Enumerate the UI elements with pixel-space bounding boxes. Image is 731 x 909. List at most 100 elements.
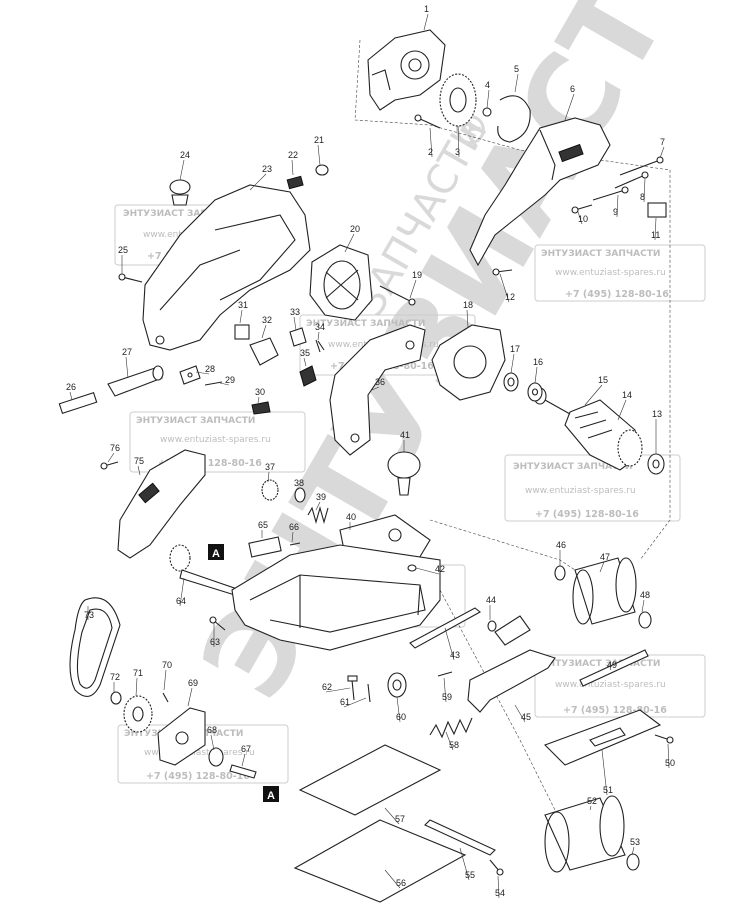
leader-line-59 [443, 677, 447, 703]
part-26-cord [58, 391, 98, 415]
part-2-screw [414, 114, 441, 129]
contact-box-title: ЭНТУЗИАСТ ЗАПЧАСТИ [513, 462, 632, 472]
leader-line-66 [291, 531, 294, 543]
part-42-nut [407, 564, 417, 572]
part-30-terminal [251, 401, 271, 415]
leader-line-3 [457, 125, 460, 158]
part-number-31: 31 [238, 300, 248, 310]
part-75-belt-cover [117, 449, 206, 559]
leader-line-17 [510, 353, 515, 374]
part-number-55: 55 [465, 870, 475, 880]
part-number-72: 72 [110, 672, 120, 682]
leader-line-52 [589, 805, 592, 811]
part-number-56: 56 [396, 878, 406, 888]
part-number-64: 64 [176, 596, 186, 606]
part-76-screw [100, 461, 119, 470]
part-number-32: 32 [262, 315, 272, 325]
part-number-63: 63 [210, 637, 220, 647]
contact-box-url: www.entuziast-spares.ru [525, 486, 636, 496]
leader-line-24 [179, 159, 185, 181]
part-number-46: 46 [556, 540, 566, 550]
part-57-cork-pad [298, 744, 442, 816]
leader-line-58 [445, 731, 454, 751]
leader-line-43 [444, 627, 455, 661]
contact-box-title: ЭНТУЗИАСТ ЗАПЧАСТИ [136, 416, 255, 426]
part-10-screw [571, 204, 593, 214]
part-number-71: 71 [133, 668, 143, 678]
leader-line-45 [514, 704, 526, 723]
part-number-76: 76 [110, 443, 120, 453]
part-72-washer [110, 691, 122, 705]
leader-line-12 [499, 273, 510, 303]
contact-box-title: ЭНТУЗИАСТ ЗАПЧАСТИ [541, 659, 660, 669]
part-number-41: 41 [400, 430, 410, 440]
part-47-front-roller [572, 557, 637, 625]
part-number-34: 34 [315, 322, 325, 332]
part-39-spring [307, 505, 329, 525]
part-number-58: 58 [449, 740, 459, 750]
part-number-1: 1 [424, 4, 429, 14]
leader-line-51 [601, 749, 608, 796]
part-number-35: 35 [300, 348, 310, 358]
part-number-4: 4 [485, 80, 490, 90]
part-number-52: 52 [587, 796, 597, 806]
reference-marker-a-bottom: A [263, 786, 279, 802]
contact-box-phone: +7 (495) 128-80-16 [146, 771, 250, 782]
part-number-14: 14 [622, 390, 632, 400]
part-8-screw [614, 171, 649, 189]
part-number-30: 30 [255, 387, 265, 397]
leader-line-15 [584, 384, 603, 406]
part-number-8: 8 [640, 192, 645, 202]
part-number-59: 59 [442, 692, 452, 702]
contact-box-phone: +7 (495) 128-80-16 [565, 289, 669, 300]
part-number-20: 20 [350, 224, 360, 234]
leader-line-50 [667, 743, 670, 769]
part-number-5: 5 [514, 64, 519, 74]
part-1-gear-housing [367, 29, 446, 111]
part-number-62: 62 [322, 682, 332, 692]
leader-line-42 [415, 567, 440, 575]
part-48-bearing [638, 611, 652, 629]
part-number-48: 48 [640, 590, 650, 600]
part-number-61: 61 [340, 697, 350, 707]
part-number-29: 29 [225, 375, 235, 385]
part-51-platen [544, 709, 662, 766]
part-58-spring [429, 717, 473, 739]
leader-line-26 [69, 391, 73, 401]
leader-line-32 [261, 324, 267, 339]
part-25-screw [118, 273, 143, 283]
part-number-45: 45 [521, 712, 531, 722]
leader-line-76 [107, 452, 115, 463]
part-55-bracket [424, 819, 496, 856]
part-number-17: 17 [510, 344, 520, 354]
leader-line-71 [135, 677, 138, 697]
part-number-47: 47 [600, 552, 610, 562]
part-number-22: 22 [288, 150, 298, 160]
leader-line-10 [577, 211, 583, 225]
part-5-ring [497, 95, 531, 143]
leader-line-67 [241, 753, 246, 767]
part-67-shaft [229, 764, 257, 779]
part-number-11: 11 [651, 230, 660, 240]
part-35-brush-holder [299, 365, 317, 387]
leader-line-30 [257, 396, 260, 404]
part-16-washer [527, 382, 543, 402]
part-number-67: 67 [241, 744, 251, 754]
leader-line-16 [534, 366, 538, 384]
leader-line-11 [654, 217, 657, 241]
contact-box-2: ЭНТУЗИАСТ ЗАПЧАСТИ www.entuziast-spares.… [534, 244, 706, 302]
part-19-bolt [379, 285, 416, 306]
part-60-bearing [387, 672, 407, 698]
part-3-bevel-gear [439, 73, 477, 127]
part-number-15: 15 [598, 375, 608, 385]
leader-line-62 [325, 687, 351, 693]
part-66-screw [289, 542, 301, 546]
part-23-motor-housing [142, 184, 311, 351]
part-number-49: 49 [607, 660, 617, 670]
reference-marker-a-text: A [212, 548, 220, 560]
leader-line-33 [293, 316, 297, 331]
leader-line-64 [179, 577, 185, 607]
part-number-36: 36 [375, 377, 385, 387]
part-41-front-knob [387, 451, 421, 496]
